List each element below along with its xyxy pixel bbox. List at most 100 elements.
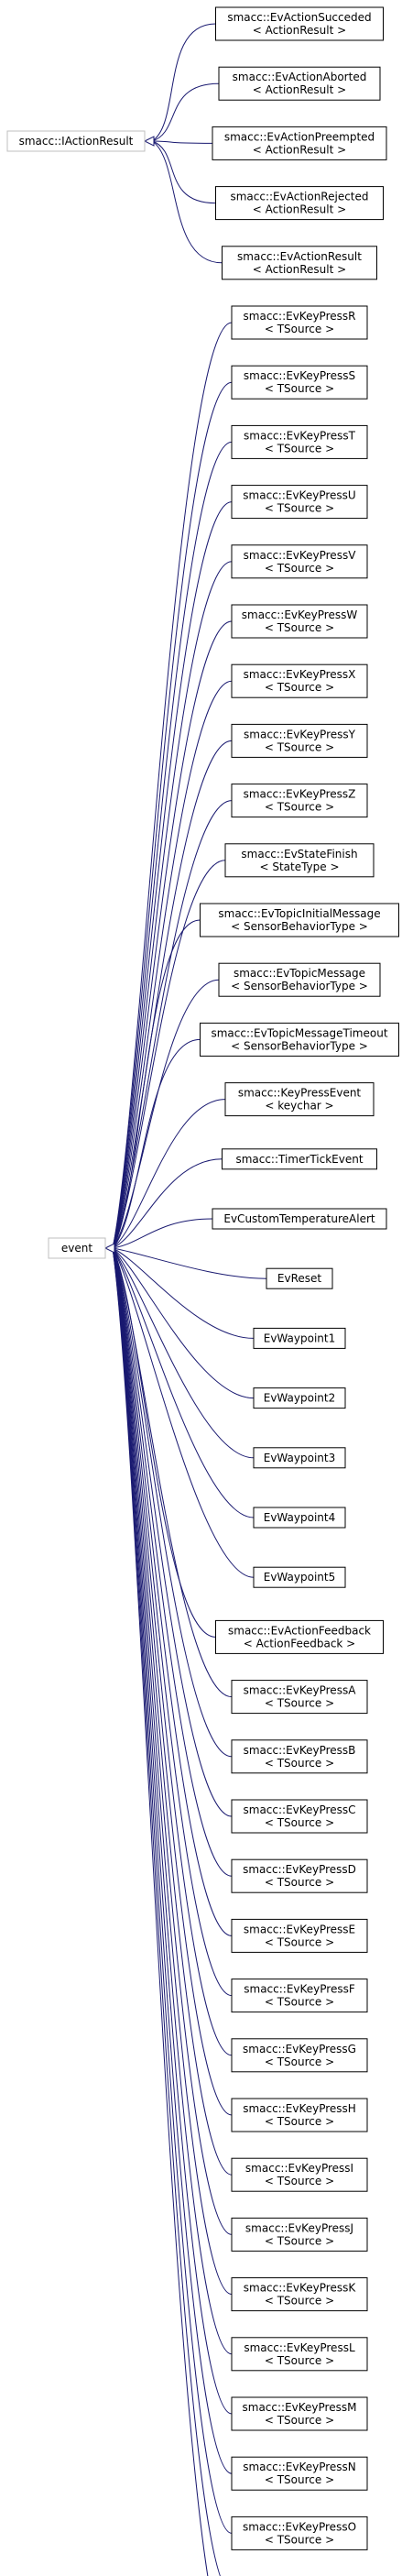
node-smacc-keypressevent-template-args: < keychar >	[265, 1100, 333, 1113]
node-smacc-evtopicinitialmessage-name: smacc::EvTopicInitialMessage	[218, 907, 380, 920]
edge-smacc-evtopicmessage	[112, 979, 220, 1249]
node-smacc-evtopicinitialmessage[interactable]: smacc::EvTopicInitialMessage< SensorBeha…	[200, 903, 399, 937]
node-smacc-evtopicinitialmessage-template-args: < SensorBehaviorType >	[231, 920, 368, 933]
node-smacc-evactionresult[interactable]: smacc::EvActionResult< ActionResult >	[222, 246, 377, 280]
node-smacc-evkeypressk-name: smacc::EvKeyPressK	[244, 2282, 357, 2295]
node-smacc-evactionrejected-box	[215, 186, 384, 221]
node-smacc-evtopicmessage[interactable]: smacc::EvTopicMessage< SensorBehaviorTyp…	[218, 962, 381, 997]
edge-evwaypoint1	[112, 1247, 255, 1339]
node-smacc-evkeypresss-box	[231, 365, 368, 400]
node-smacc-evkeypresso-box	[231, 2516, 368, 2550]
node-smacc-evkeypresse[interactable]: smacc::EvKeyPressE< TSource >	[231, 1918, 368, 1953]
node-smacc-evkeypressr-box	[231, 305, 368, 340]
node-smacc-evkeypressz[interactable]: smacc::EvKeyPressZ< TSource >	[231, 784, 368, 818]
edge-smacc-evtopicmessagetimeout	[112, 1038, 201, 1249]
node-smacc-evactionsucceded-name: smacc::EvActionSucceded	[227, 11, 371, 24]
root-node-event[interactable]: event	[48, 1237, 106, 1259]
node-smacc-evkeypressj[interactable]: smacc::EvKeyPressJ< TSource >	[231, 2217, 368, 2252]
node-smacc-evkeypressi[interactable]: smacc::EvKeyPressI< TSource >	[231, 2157, 368, 2192]
node-evwaypoint3-name: EvWaypoint3	[264, 1452, 335, 1464]
node-smacc-evkeypresss[interactable]: smacc::EvKeyPressS< TSource >	[231, 365, 368, 400]
node-smacc-evkeypressi-box	[231, 2157, 368, 2192]
node-evwaypoint4-box	[253, 1507, 346, 1529]
node-smacc-evactionsucceded[interactable]: smacc::EvActionSucceded< ActionResult >	[215, 6, 384, 41]
node-smacc-evkeypresst[interactable]: smacc::EvKeyPressT< TSource >	[231, 424, 368, 459]
root-node-iactionresult[interactable]: smacc::IActionResult	[6, 130, 146, 152]
node-smacc-evkeypressn[interactable]: smacc::EvKeyPressN< TSource >	[231, 2456, 368, 2491]
node-smacc-evkeypressh[interactable]: smacc::EvKeyPressH< TSource >	[231, 2098, 368, 2132]
node-smacc-evkeypressn-box	[231, 2456, 368, 2491]
edge-smacc-evkeypressq	[112, 1247, 209, 2576]
node-evwaypoint4[interactable]: EvWaypoint4	[253, 1507, 346, 1529]
node-smacc-evtopicmessagetimeout[interactable]: smacc::EvTopicMessageTimeout< SensorBeha…	[200, 1022, 399, 1057]
node-smacc-evkeypressk-box	[231, 2277, 368, 2312]
edge-evcustomtemperaturealert	[112, 1218, 213, 1249]
node-evwaypoint1[interactable]: EvWaypoint1	[253, 1327, 346, 1349]
node-smacc-evactionfeedback-box	[215, 1619, 384, 1654]
node-smacc-evstatefinish[interactable]: smacc::EvStateFinish< StateType >	[224, 843, 375, 878]
node-smacc-evkeypressm-template-args: < TSource >	[265, 2414, 334, 2427]
node-smacc-evkeypressm[interactable]: smacc::EvKeyPressM< TSource >	[231, 2396, 368, 2431]
node-smacc-evtopicmessage-template-args: < SensorBehaviorType >	[231, 980, 368, 992]
node-evwaypoint3[interactable]: EvWaypoint3	[253, 1447, 346, 1469]
node-smacc-evkeypressv-template-args: < TSource >	[265, 562, 334, 575]
node-evwaypoint5[interactable]: EvWaypoint5	[253, 1566, 346, 1588]
node-smacc-evactionpreempted-name: smacc::EvActionPreempted	[224, 130, 375, 143]
node-smacc-evkeypressy[interactable]: smacc::EvKeyPressY< TSource >	[231, 723, 368, 758]
node-smacc-evactionresult-box	[222, 246, 377, 280]
node-smacc-evkeypressv-box	[231, 544, 368, 579]
edge-smacc-evactionpreempted	[151, 140, 213, 144]
node-smacc-evactionresult-name: smacc::EvActionResult	[237, 250, 362, 263]
node-smacc-evstatefinish-name: smacc::EvStateFinish	[241, 848, 357, 860]
node-smacc-evactionrejected[interactable]: smacc::EvActionRejected< ActionResult >	[215, 186, 384, 221]
node-smacc-evactionpreempted[interactable]: smacc::EvActionPreempted< ActionResult >	[212, 126, 387, 160]
node-smacc-evkeypressb-name: smacc::EvKeyPressB	[244, 1744, 356, 1757]
edge-evreset	[112, 1247, 267, 1279]
node-smacc-evkeypressg-box	[231, 2038, 368, 2073]
node-evreset[interactable]: EvReset	[266, 1267, 333, 1289]
edge-smacc-evkeypressi	[112, 1247, 233, 2176]
node-smacc-evkeypressg[interactable]: smacc::EvKeyPressG< TSource >	[231, 2038, 368, 2073]
node-smacc-evkeypressx-name: smacc::EvKeyPressX	[244, 668, 356, 681]
node-smacc-evkeypressc-template-args: < TSource >	[265, 1816, 334, 1829]
node-smacc-evkeypressl[interactable]: smacc::EvKeyPressL< TSource >	[231, 2337, 368, 2372]
node-smacc-evkeypressd[interactable]: smacc::EvKeyPressD< TSource >	[231, 1858, 368, 1893]
node-smacc-evkeypressa[interactable]: smacc::EvKeyPressA< TSource >	[231, 1680, 368, 1715]
node-smacc-evkeypressu-box	[231, 485, 368, 520]
node-smacc-evkeypressr-name: smacc::EvKeyPressR	[244, 310, 356, 323]
edge-smacc-evkeypressu	[112, 501, 233, 1249]
edge-smacc-evkeypressa	[112, 1247, 233, 1698]
node-smacc-evkeypressw[interactable]: smacc::EvKeyPressW< TSource >	[231, 604, 368, 639]
node-smacc-evkeypressh-template-args: < TSource >	[265, 2115, 334, 2128]
node-smacc-evkeypressj-name: smacc::EvKeyPressJ	[245, 2221, 353, 2234]
edge-smacc-evkeypressv	[112, 561, 233, 1249]
node-smacc-evkeypressz-name: smacc::EvKeyPressZ	[244, 788, 356, 801]
node-smacc-evkeypressb[interactable]: smacc::EvKeyPressB< TSource >	[231, 1739, 368, 1774]
node-smacc-evkeypressc[interactable]: smacc::EvKeyPressC< TSource >	[231, 1799, 368, 1834]
node-evcustomtemperaturealert[interactable]: EvCustomTemperatureAlert	[212, 1208, 387, 1230]
node-smacc-evactionfeedback[interactable]: smacc::EvActionFeedback< ActionFeedback …	[215, 1619, 384, 1654]
node-smacc-evkeypressd-name: smacc::EvKeyPressD	[243, 1863, 356, 1876]
node-smacc-evkeypressr[interactable]: smacc::EvKeyPressR< TSource >	[231, 305, 368, 340]
edge-smacc-evactionsucceded	[151, 23, 216, 142]
node-smacc-evkeypressu[interactable]: smacc::EvKeyPressU< TSource >	[231, 485, 368, 520]
node-smacc-evactionfeedback-template-args: < ActionFeedback >	[244, 1637, 355, 1650]
node-smacc-evkeypressv[interactable]: smacc::EvKeyPressV< TSource >	[231, 544, 368, 579]
node-smacc-evkeypressa-box	[231, 1680, 368, 1715]
node-smacc-keypressevent[interactable]: smacc::KeyPressEvent< keychar >	[224, 1082, 375, 1117]
node-smacc-evkeypressc-box	[231, 1799, 368, 1834]
node-smacc-evactionsucceded-template-args: < ActionResult >	[253, 24, 346, 37]
node-smacc-timertickevent[interactable]: smacc::TimerTickEvent	[222, 1148, 377, 1170]
node-smacc-evactionpreempted-box	[212, 126, 387, 160]
node-evwaypoint2[interactable]: EvWaypoint2	[253, 1387, 346, 1409]
node-smacc-evkeypressf[interactable]: smacc::EvKeyPressF< TSource >	[231, 1979, 368, 2013]
node-smacc-evkeypressk[interactable]: smacc::EvKeyPressK< TSource >	[231, 2277, 368, 2312]
node-smacc-evkeypressg-name: smacc::EvKeyPressG	[243, 2043, 356, 2055]
node-smacc-evkeypresso[interactable]: smacc::EvKeyPressO< TSource >	[231, 2516, 368, 2550]
node-smacc-evkeypressx[interactable]: smacc::EvKeyPressX< TSource >	[231, 663, 368, 698]
node-smacc-evactionaborted-name: smacc::EvActionAborted	[233, 71, 367, 83]
node-smacc-evkeypressw-template-args: < TSource >	[265, 621, 334, 634]
node-smacc-evactionaborted[interactable]: smacc::EvActionAborted< ActionResult >	[218, 66, 381, 101]
node-evcustomtemperaturealert-name: EvCustomTemperatureAlert	[223, 1212, 375, 1225]
